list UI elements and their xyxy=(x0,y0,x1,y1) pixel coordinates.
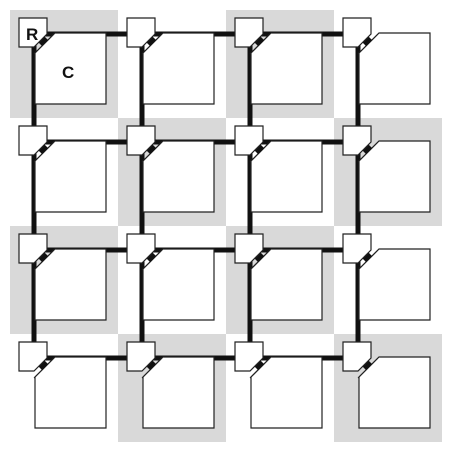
connector-r4-c4 xyxy=(361,359,373,371)
core-r4-c4 xyxy=(358,356,431,429)
connector-r2-c2 xyxy=(145,143,157,155)
core-r1-c2 xyxy=(142,32,215,105)
router-r2-c4 xyxy=(342,125,372,156)
core-label: C xyxy=(62,63,74,82)
connector-r3-c1 xyxy=(37,251,49,263)
node-layer xyxy=(18,17,431,429)
connector-r2-c4 xyxy=(361,143,373,155)
router-r4-c3 xyxy=(234,341,264,372)
router-r1-c4 xyxy=(342,17,372,48)
router-r3-c1 xyxy=(18,233,48,264)
router-label: R xyxy=(26,25,38,44)
router-r2-c1 xyxy=(18,125,48,156)
core-r3-c4 xyxy=(358,248,431,321)
router-r4-c4 xyxy=(342,341,372,372)
router-r4-c2 xyxy=(126,341,156,372)
connector-r3-c2 xyxy=(145,251,157,263)
core-r2-c4 xyxy=(358,140,431,213)
core-r1-c3 xyxy=(250,32,323,105)
router-r1-c3 xyxy=(234,17,264,48)
connector-r1-c3 xyxy=(253,35,265,47)
connector-r3-c3 xyxy=(253,251,265,263)
core-r2-c2 xyxy=(142,140,215,213)
connector-r4-c1 xyxy=(37,359,49,371)
core-r3-c1 xyxy=(34,248,107,321)
connector-r3-c4 xyxy=(361,251,373,263)
router-r2-c2 xyxy=(126,125,156,156)
router-r1-c1 xyxy=(18,17,48,48)
router-r4-c1 xyxy=(18,341,48,372)
core-r2-c3 xyxy=(250,140,323,213)
connector-r1-c4 xyxy=(361,35,373,47)
router-r1-c2 xyxy=(126,17,156,48)
core-r4-c2 xyxy=(142,356,215,429)
core-r4-c3 xyxy=(250,356,323,429)
core-r2-c1 xyxy=(34,140,107,213)
connector-r2-c1 xyxy=(37,143,49,155)
connector-r1-c2 xyxy=(145,35,157,47)
router-r2-c3 xyxy=(234,125,264,156)
router-r3-c3 xyxy=(234,233,264,264)
router-r3-c4 xyxy=(342,233,372,264)
core-r3-c2 xyxy=(142,248,215,321)
connector-r2-c3 xyxy=(253,143,265,155)
core-r1-c4 xyxy=(358,32,431,105)
connector-r4-c2 xyxy=(145,359,157,371)
router-r3-c2 xyxy=(126,233,156,264)
connector-r1-c1 xyxy=(37,35,49,47)
connector-r4-c3 xyxy=(253,359,265,371)
core-r3-c3 xyxy=(250,248,323,321)
core-r4-c1 xyxy=(34,356,107,429)
